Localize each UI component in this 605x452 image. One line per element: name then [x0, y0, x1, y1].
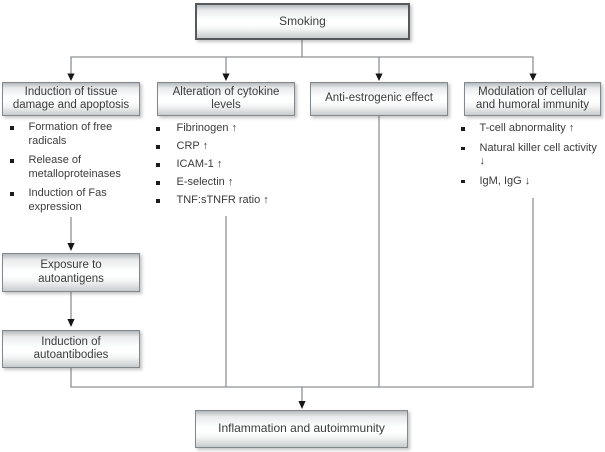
square-bullet-icon	[461, 127, 465, 131]
list-item: CRP ↑	[156, 140, 301, 154]
list-item: Formation of free radicals	[10, 121, 138, 148]
bullet-text: ICAM-1 ↑	[176, 158, 223, 170]
arrowhead-branch4	[529, 73, 537, 81]
bullet-text: IgM, IgG ↓	[479, 174, 531, 187]
arrowhead-outcome	[298, 401, 306, 409]
list-item: T-cell abnormality ↑	[461, 122, 603, 136]
square-bullet-icon	[10, 159, 14, 163]
arrowhead-branch1	[67, 73, 75, 81]
list-item: Natural killer cell activity ↓	[461, 142, 603, 169]
node-smoking: Smoking	[195, 3, 410, 40]
list-item: ICAM-1 ↑	[156, 158, 301, 172]
arrowhead-branch2	[222, 73, 230, 81]
bullet-text: Natural killer cell activity ↓	[479, 141, 597, 168]
list-item: IgM, IgG ↓	[461, 175, 603, 189]
node-tissue-damage: Induction of tissue damage and apoptosis	[2, 82, 140, 116]
square-bullet-icon	[10, 192, 14, 196]
bullet-text: T-cell abnormality ↑	[479, 122, 575, 134]
bullet-text: Release of metalloproteinases	[28, 154, 121, 180]
list-item: Release of metalloproteinases	[10, 154, 138, 181]
list-item: TNF:sTNFR ratio ↑	[156, 194, 301, 208]
square-bullet-icon	[156, 181, 160, 185]
node-immunity-modulation-label: Modulation of cellular and humoral immun…	[475, 85, 590, 112]
node-immunity-modulation: Modulation of cellular and humoral immun…	[464, 82, 601, 116]
node-exposure-autoantigens-label: Exposure to autoantigens	[38, 259, 104, 285]
list-item: Fibrinogen ↑	[156, 122, 301, 136]
bullet-list-cytokines: Fibrinogen ↑ CRP ↑ ICAM-1 ↑ E-selectin ↑…	[156, 122, 301, 212]
list-item: Induction of Fas expression	[10, 187, 138, 214]
bullet-text: CRP ↑	[176, 140, 209, 152]
square-bullet-icon	[156, 127, 160, 131]
square-bullet-icon	[461, 179, 465, 183]
bullet-text: TNF:sTNFR ratio ↑	[176, 194, 269, 206]
bullet-text: Fibrinogen ↑	[176, 122, 238, 134]
arrowhead-branch3	[375, 73, 383, 81]
square-bullet-icon	[156, 199, 160, 203]
arrowhead-exposure	[67, 243, 75, 251]
square-bullet-icon	[156, 163, 160, 167]
node-exposure-autoantigens: Exposure to autoantigens	[2, 253, 140, 292]
bullet-list-immunity: T-cell abnormality ↑ Natural killer cell…	[461, 122, 603, 194]
node-inflammation-autoimmunity-label: Inflammation and autoimmunity	[218, 421, 385, 436]
square-bullet-icon	[10, 126, 14, 130]
bullet-text: Induction of Fas expression	[28, 187, 107, 213]
node-tissue-damage-label: Induction of tissue damage and apoptosis	[12, 85, 130, 112]
bullet-text: Formation of free radicals	[28, 121, 113, 147]
arrowhead-autoantibodies	[67, 319, 75, 327]
node-cytokine-levels: Alteration of cytokine levels	[157, 82, 295, 116]
node-anti-estrogenic-label: Anti-estrogenic effect	[325, 92, 433, 105]
bullet-text: E-selectin ↑	[176, 176, 234, 188]
bullet-list-tissue-damage: Formation of free radicals Release of me…	[10, 121, 138, 220]
node-anti-estrogenic: Anti-estrogenic effect	[310, 82, 448, 116]
node-inflammation-autoimmunity: Inflammation and autoimmunity	[195, 410, 408, 448]
square-bullet-icon	[461, 146, 465, 150]
square-bullet-icon	[156, 145, 160, 149]
node-smoking-label: Smoking	[279, 13, 326, 28]
node-induction-autoantibodies: Induction of autoantibodies	[2, 330, 140, 368]
node-cytokine-levels-label: Alteration of cytokine levels	[172, 85, 280, 112]
list-item: E-selectin ↑	[156, 176, 301, 190]
node-induction-autoantibodies-label: Induction of autoantibodies	[33, 335, 109, 362]
